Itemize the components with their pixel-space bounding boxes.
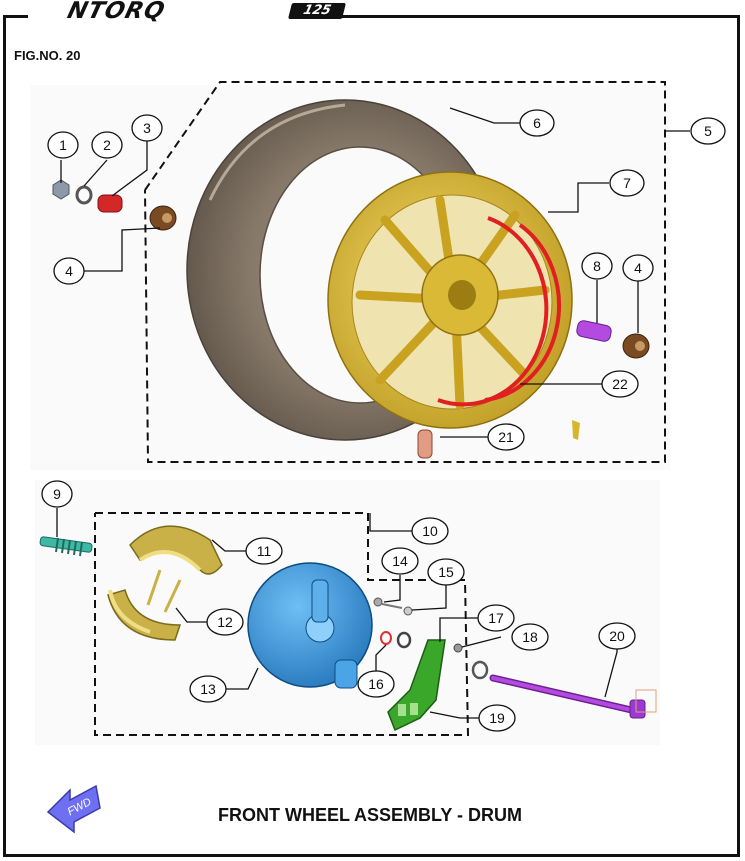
callout-16: 16 xyxy=(357,670,395,698)
svg-text:17: 17 xyxy=(488,610,504,626)
callout-1: 1 xyxy=(47,131,79,159)
svg-text:11: 11 xyxy=(257,543,272,559)
callout-3: 3 xyxy=(131,114,163,142)
figure-label: FIG.NO. 20 xyxy=(14,48,81,63)
brake-panel xyxy=(247,562,373,689)
part-spindle xyxy=(39,536,93,557)
svg-text:10: 10 xyxy=(422,523,438,539)
brake-arm xyxy=(387,639,446,732)
wheel-rim xyxy=(327,171,573,429)
callout-22: 22 xyxy=(601,370,639,398)
part-small-washer xyxy=(403,606,413,616)
brand-header: NTORQ 125 xyxy=(28,0,346,24)
part-axle-sleeve xyxy=(576,320,612,342)
svg-text:15: 15 xyxy=(438,564,454,580)
svg-text:13: 13 xyxy=(200,681,216,697)
svg-text:9: 9 xyxy=(53,486,61,502)
svg-text:14: 14 xyxy=(392,553,408,569)
svg-text:6: 6 xyxy=(533,115,541,131)
highlight-ring-right xyxy=(484,223,562,402)
part-fragment xyxy=(572,420,580,440)
svg-text:5: 5 xyxy=(704,123,712,139)
callout-18: 18 xyxy=(511,623,549,651)
callout-15: 15 xyxy=(427,558,465,586)
svg-text:4: 4 xyxy=(634,260,642,276)
part-o-ring xyxy=(380,631,392,645)
wheel-group-boundary xyxy=(144,81,666,463)
svg-text:22: 22 xyxy=(612,376,628,392)
callout-9: 9 xyxy=(41,480,73,508)
part-lever-nut xyxy=(453,643,463,653)
callout-21: 21 xyxy=(487,423,525,451)
callout-4-right: 4 xyxy=(622,254,654,282)
svg-text:7: 7 xyxy=(623,175,631,191)
front-axle xyxy=(489,674,657,719)
svg-text:12: 12 xyxy=(217,614,233,630)
callout-14: 14 xyxy=(381,547,419,575)
svg-text:20: 20 xyxy=(609,628,625,644)
callout-12: 12 xyxy=(206,608,244,636)
part-axle-washer xyxy=(471,660,489,680)
svg-text:1: 1 xyxy=(59,137,67,153)
part-spacer-left xyxy=(149,205,177,231)
callout-11: 11 xyxy=(245,537,283,565)
brake-shoe-upper xyxy=(129,525,223,575)
svg-text:3: 3 xyxy=(143,120,151,136)
part-spacer-right xyxy=(622,333,650,359)
callouts: 1 2 3 4 6 5 7 8 4 22 21 9 10 11 12 13 14… xyxy=(41,109,726,732)
callout-2: 2 xyxy=(91,131,123,159)
diagram-title: FRONT WHEEL ASSEMBLY - DRUM xyxy=(217,805,522,825)
callout-5: 5 xyxy=(690,117,726,145)
diagram-frame xyxy=(3,15,740,857)
svg-text:16: 16 xyxy=(368,676,384,692)
part-valve xyxy=(417,429,433,459)
svg-text:18: 18 xyxy=(522,629,538,645)
highlight-ring xyxy=(437,216,549,407)
callout-8: 8 xyxy=(581,252,613,280)
brake-springs xyxy=(146,569,182,613)
svg-text:21: 21 xyxy=(498,429,514,445)
leader-lines xyxy=(56,107,690,719)
callout-7: 7 xyxy=(609,169,645,197)
callout-4-left: 4 xyxy=(53,257,85,285)
callout-20: 20 xyxy=(598,622,636,650)
part-lever-washer xyxy=(396,631,412,649)
part-bolt xyxy=(373,597,403,609)
callout-6: 6 xyxy=(519,109,555,137)
fwd-arrow-icon: FWD xyxy=(46,784,101,834)
svg-text:19: 19 xyxy=(489,710,505,726)
brake-shoe-lower xyxy=(107,589,182,641)
svg-text:4: 4 xyxy=(65,263,73,279)
callout-13: 13 xyxy=(189,675,227,703)
svg-text:2: 2 xyxy=(103,137,111,153)
svg-text:8: 8 xyxy=(593,258,601,274)
callout-19: 19 xyxy=(478,704,516,732)
part-collar xyxy=(97,194,123,213)
part-washer xyxy=(75,185,93,205)
callout-10: 10 xyxy=(411,517,449,545)
callout-17: 17 xyxy=(477,604,515,632)
brake-group-boundary xyxy=(94,512,470,736)
